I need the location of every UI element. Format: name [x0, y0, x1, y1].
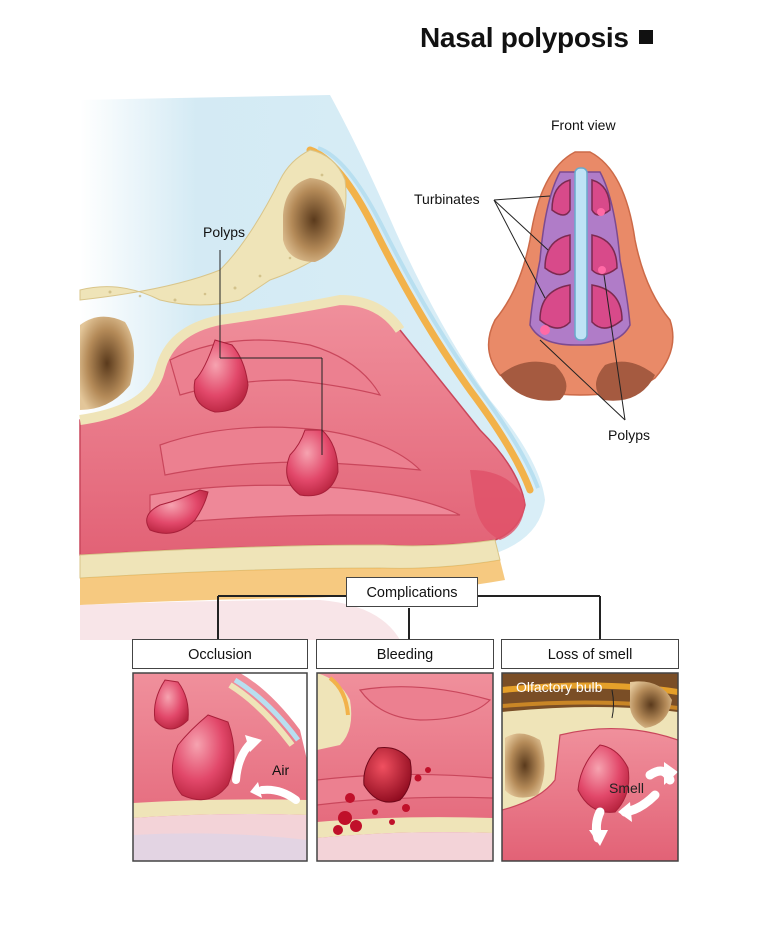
polyps-label-main: Polyps — [203, 224, 246, 240]
loss-of-smell-panel-illustration — [502, 673, 678, 861]
occlusion-label: Occlusion — [132, 639, 308, 669]
bleeding-panel-illustration — [317, 673, 493, 861]
front-view-heading: Front view — [551, 117, 616, 133]
occlusion-panel-illustration — [133, 673, 307, 861]
complications-heading: Complications — [346, 577, 478, 607]
title-text: Nasal polyposis — [420, 22, 629, 53]
bleeding-label: Bleeding — [316, 639, 494, 669]
page-title: Nasal polyposis — [420, 22, 653, 54]
title-square-icon — [638, 30, 653, 44]
polyps-label-front: Polyps — [608, 427, 651, 443]
loss-of-smell-label: Loss of smell — [501, 639, 679, 669]
sagittal-nose-illustration — [79, 95, 545, 640]
smell-annotation: Smell — [609, 780, 645, 796]
olfactory-bulb-annotation: Olfactory bulb — [516, 679, 603, 695]
turbinates-label: Turbinates — [414, 191, 480, 207]
air-annotation: Air — [272, 762, 290, 778]
front-view-illustration — [487, 151, 674, 421]
